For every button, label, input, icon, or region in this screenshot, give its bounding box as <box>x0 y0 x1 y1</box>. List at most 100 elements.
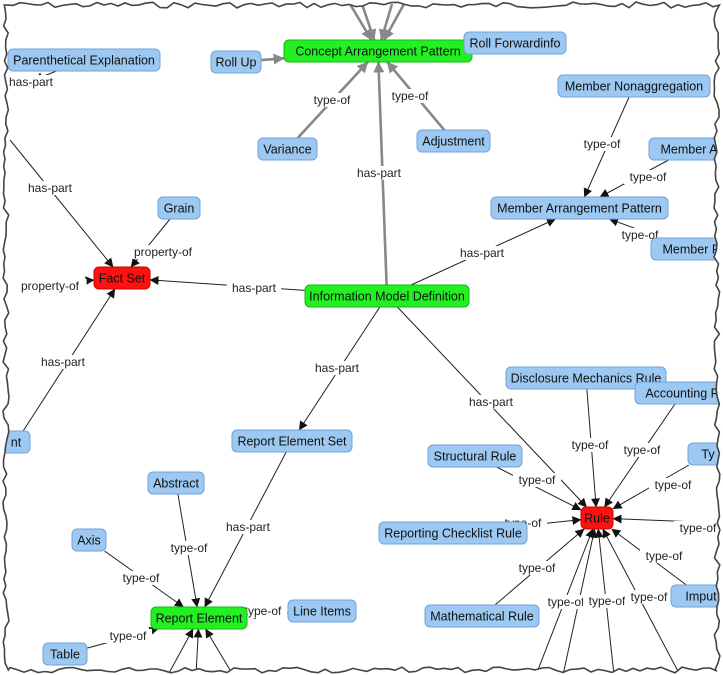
node-box <box>670 584 720 608</box>
node-label: Information Model Definition <box>309 290 465 304</box>
node-label: Report Element <box>156 612 243 626</box>
node-box <box>7 48 161 72</box>
edge-line <box>496 466 582 511</box>
node-li[interactable]: Line Items <box>287 599 357 623</box>
edge-label-background <box>238 604 288 618</box>
node-label: Fact Set <box>99 272 146 286</box>
node-re[interactable]: Report Element <box>150 606 248 630</box>
edge-label-property-of: property-of <box>134 245 193 259</box>
edge-label-background <box>454 246 510 260</box>
node-rollup[interactable]: Roll Up <box>210 50 262 74</box>
edge-label-type-of: type-of <box>622 228 659 242</box>
node-box <box>150 606 248 630</box>
edge-label-type-of: type-of <box>589 594 626 608</box>
edge-label-background <box>385 89 435 103</box>
node-rcr[interactable]: Reporting Checklist Rule <box>378 521 528 545</box>
edge-label-type-of: type-of <box>123 571 160 585</box>
node-imd[interactable]: Information Model Definition <box>304 284 470 308</box>
edge-line <box>360 3 377 41</box>
node-adjust[interactable]: Adjustment <box>416 129 491 153</box>
edge-grain-to-fs <box>130 218 171 268</box>
edge-label-type-of: type-of <box>631 590 668 604</box>
node-mema[interactable]: Member A <box>648 137 723 161</box>
edge-labels-layer: type-of type-of has-part has-part type-of typ… <box>3 75 720 643</box>
edge-label-background <box>220 520 276 534</box>
node-mna[interactable]: Member Nonaggregation <box>557 74 711 98</box>
node-box <box>634 381 720 405</box>
edge-label-has-part: has-part <box>357 166 402 180</box>
node-acct[interactable]: Accounting R <box>634 381 723 405</box>
edge-label-background <box>512 561 562 575</box>
edge-label-background <box>22 181 78 195</box>
edge-label-background <box>565 438 615 452</box>
node-label: Member F <box>663 243 720 257</box>
node-label: Abstract <box>153 477 199 491</box>
node-label: nt <box>11 436 22 450</box>
node-label: Adjustment <box>422 135 485 149</box>
edge-label-background <box>577 137 627 151</box>
edge-label-type-of: type-of <box>171 541 208 555</box>
node-nt[interactable]: nt <box>2 430 31 454</box>
node-mr[interactable]: Mathematical Rule <box>424 604 540 628</box>
edge-label-background <box>164 541 214 555</box>
edge-label-background <box>624 590 674 604</box>
node-box <box>650 237 720 261</box>
edge-line <box>9 139 114 268</box>
node-box <box>287 599 357 623</box>
node-box <box>505 366 667 390</box>
node-box <box>463 31 567 55</box>
edge-label-type-of: type-of <box>572 438 609 452</box>
edge-label-background <box>639 549 689 563</box>
edge-label-has-part: has-part <box>226 520 271 534</box>
edge-line <box>378 3 394 41</box>
node-memf[interactable]: Member F <box>650 237 723 261</box>
edge-top4-to-cap <box>382 3 406 41</box>
node-abstract[interactable]: Abstract <box>147 471 205 495</box>
node-label: Concept Arrangement Pattern <box>295 45 460 59</box>
node-res[interactable]: Report Element Set <box>231 429 353 453</box>
node-dmr[interactable]: Disclosure Mechanics Rule <box>505 366 667 390</box>
edge-label-type-of: type-of <box>680 521 717 535</box>
node-label: Member A <box>661 143 719 157</box>
node-sr[interactable]: Structural Rule <box>427 444 523 468</box>
node-axis[interactable]: Axis <box>71 528 107 552</box>
node-label: Mathematical Rule <box>430 610 534 624</box>
node-imput[interactable]: Imput <box>670 584 723 608</box>
node-box <box>42 642 88 666</box>
node-cap[interactable]: Concept Arrangement Pattern <box>283 39 473 63</box>
edge-sr-to-rule <box>496 466 582 511</box>
node-box <box>378 521 528 545</box>
node-fs[interactable]: Fact Set <box>93 266 151 290</box>
edge-c1-to-re <box>167 628 194 673</box>
edge-label-type-of: type-of <box>655 478 692 492</box>
node-rule[interactable]: Rule <box>580 506 614 530</box>
node-pe[interactable]: Parenthetical Explanation <box>7 48 161 72</box>
node-box <box>257 137 318 161</box>
edge-rollup-to-cap <box>260 53 285 65</box>
node-grain[interactable]: Grain <box>157 196 201 220</box>
edge-label-type-of: type-of <box>624 443 661 457</box>
node-label: Reporting Checklist Rule <box>384 527 522 541</box>
edge-top3-to-cap <box>378 3 394 41</box>
node-box <box>490 196 669 220</box>
node-rollfwd[interactable]: Roll Forwardinfo <box>463 31 567 55</box>
edge-label-background <box>13 279 87 293</box>
node-box <box>71 528 107 552</box>
node-box <box>93 266 151 290</box>
edge-line <box>193 628 203 673</box>
edge-label-type-of: type-of <box>519 561 556 575</box>
edge-label-background <box>3 75 59 89</box>
node-box <box>427 444 523 468</box>
node-box <box>210 50 262 74</box>
edge-label-background <box>541 595 591 609</box>
node-table[interactable]: Table <box>42 642 88 666</box>
edge-label-property-of: property-of <box>21 279 80 293</box>
node-variance[interactable]: Variance <box>257 137 318 161</box>
edge-label-type-of: type-of <box>245 604 282 618</box>
node-box <box>157 196 201 220</box>
edge-label-type-of: type-of <box>314 93 351 107</box>
edge-label-background <box>648 478 698 492</box>
node-map[interactable]: Member Arrangement Pattern <box>490 196 669 220</box>
